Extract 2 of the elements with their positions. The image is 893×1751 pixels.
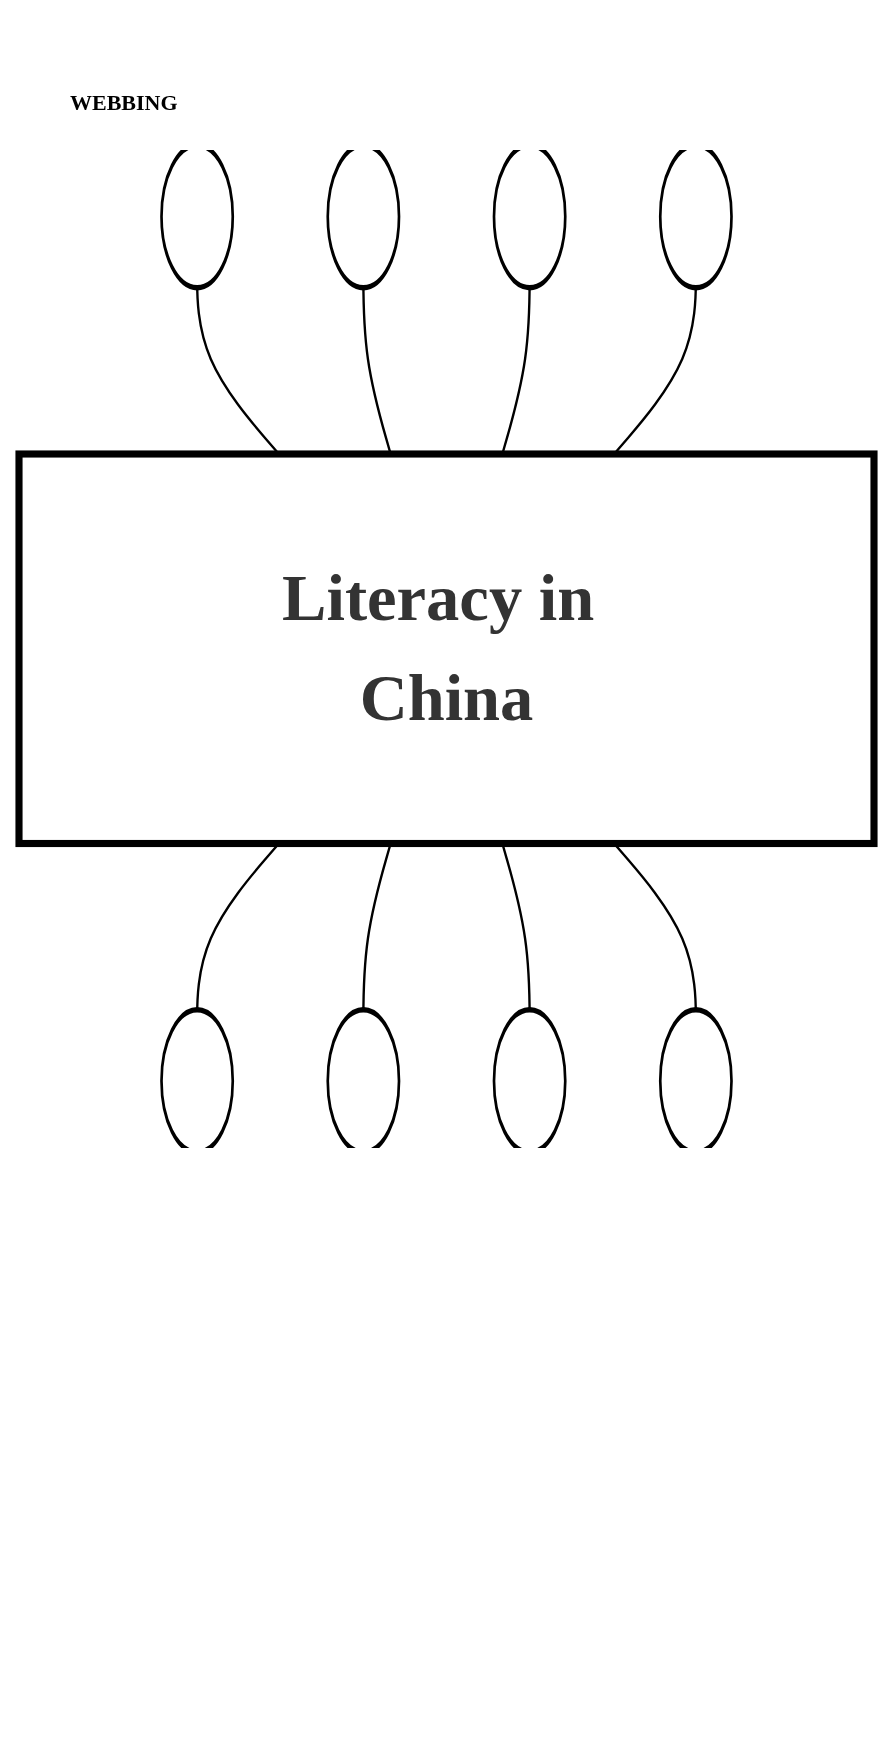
title: WEBBING [70, 90, 178, 116]
topic-box: Literacy in China [15, 450, 878, 848]
